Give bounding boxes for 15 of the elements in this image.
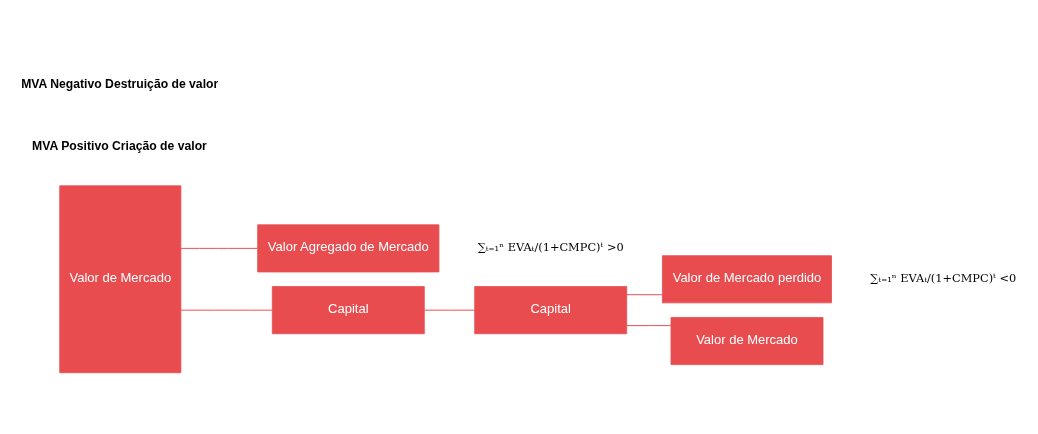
label: MVA Negativo Destruição de valor	[21, 76, 219, 91]
node-label: ∑ₜ₌₁ⁿ EVAₜ/(1+CMPC)ᵗ >0	[477, 239, 624, 254]
connector	[424, 309, 476, 311]
node-box: Valor de Mercado	[670, 316, 824, 365]
node-box: Capital	[271, 285, 425, 334]
connector	[180, 247, 259, 249]
node-box: Valor Agregado de Mercado	[257, 223, 440, 272]
node-label: ∑ₜ₌₁ⁿ EVAₜ/(1+CMPC)ᵗ <0	[870, 270, 1017, 285]
connector	[180, 309, 273, 311]
label: MVA Positivo Criação de valor	[32, 138, 207, 153]
node-box: Capital	[474, 285, 628, 334]
connector	[626, 324, 672, 326]
node-box: Valor de Mercado perdido	[662, 254, 832, 303]
connector	[626, 293, 663, 295]
node-box: Valor de Mercado	[59, 184, 182, 373]
